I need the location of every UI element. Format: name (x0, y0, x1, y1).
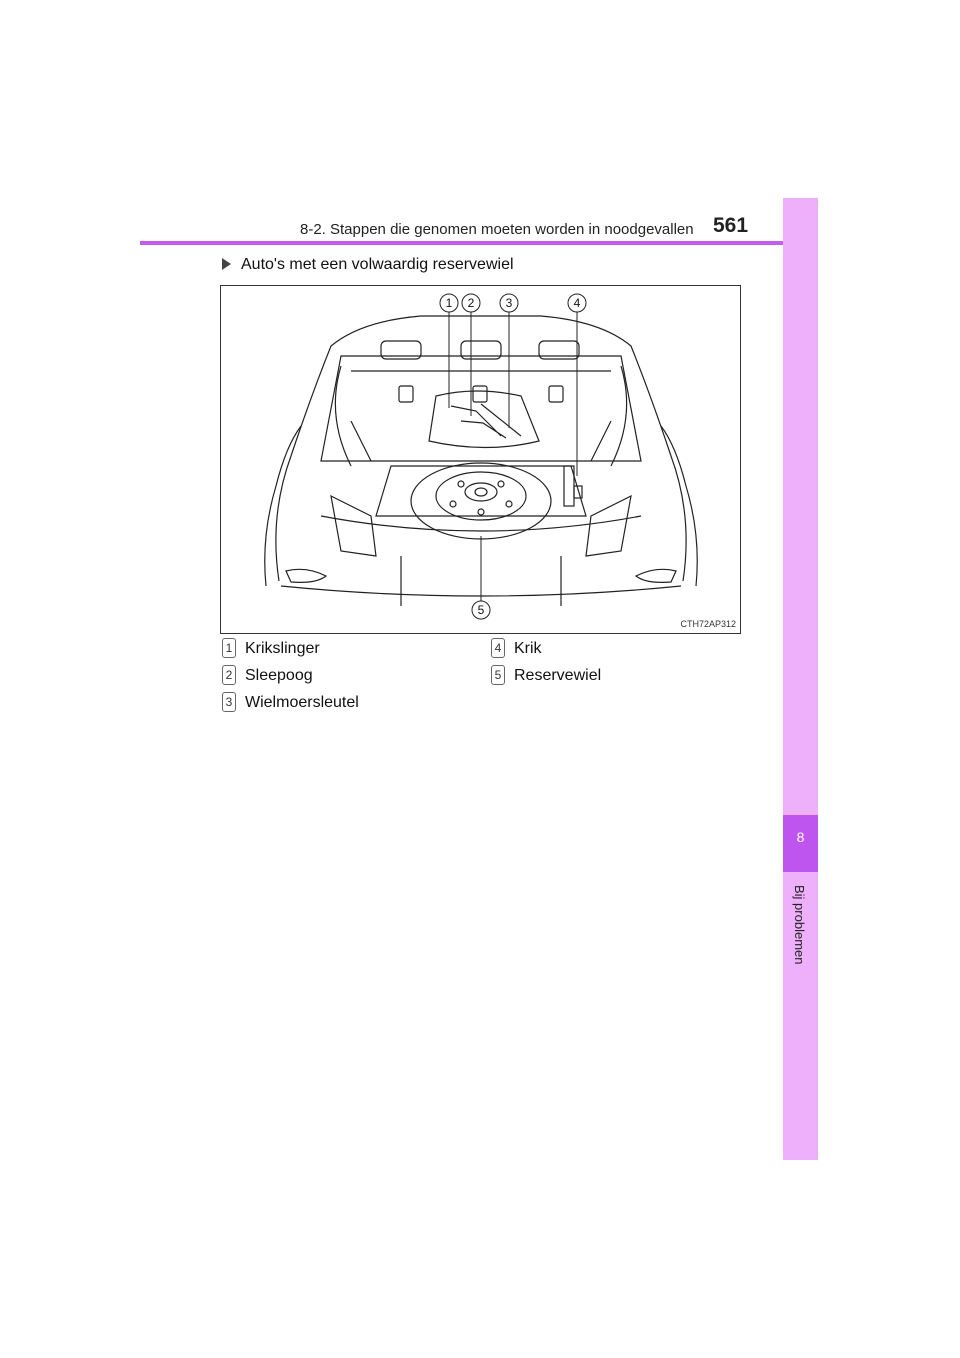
legend-item: 1 Krikslinger (222, 638, 320, 658)
header-divider (140, 241, 818, 245)
callout-5 (471, 600, 491, 620)
callout-label-4: 4 (574, 296, 581, 310)
figure-code: CTH72AP312 (680, 619, 736, 629)
legend-item: 3 Wielmoersleutel (222, 692, 359, 712)
page-number: 561 (713, 214, 749, 237)
callout-2 (461, 293, 481, 313)
callout-1 (439, 293, 459, 313)
legend-item: 5 Reservewiel (491, 665, 601, 685)
luggage-compartment-figure: 1 2 3 4 5 CTH72AP312 (220, 285, 741, 634)
callout-3 (499, 293, 519, 313)
callout-label-1: 1 (446, 296, 453, 310)
legend-number: 5 (491, 665, 505, 685)
callout-label-5: 5 (478, 603, 485, 617)
chapter-side-tab[interactable] (783, 198, 818, 1160)
legend-number: 4 (491, 638, 505, 658)
section-header: 8-2. Stappen die genomen moeten worden i… (300, 221, 694, 238)
legend-label: Sleepoog (245, 667, 313, 684)
legend-number: 1 (222, 638, 236, 658)
legend-label: Krikslinger (245, 640, 320, 657)
subheading: Auto's met een volwaardig reservewiel (222, 256, 514, 274)
subheading-text: Auto's met een volwaardig reservewiel (241, 256, 514, 273)
legend-number: 3 (222, 692, 236, 712)
legend-label: Wielmoersleutel (245, 694, 359, 711)
chapter-number: 8 (796, 829, 805, 845)
legend-number: 2 (222, 665, 236, 685)
callout-label-2: 2 (468, 296, 475, 310)
legend-item: 2 Sleepoog (222, 665, 313, 685)
legend-label: Krik (514, 640, 542, 657)
callout-4 (567, 293, 587, 313)
car-trunk-illustration: 1 2 3 4 5 (264, 293, 698, 620)
callout-label-3: 3 (506, 296, 513, 310)
chapter-tab-active (783, 815, 818, 872)
legend-label: Reservewiel (514, 667, 602, 684)
chapter-title: Bij problemen (792, 885, 807, 965)
legend-item: 4 Krik (491, 638, 542, 658)
triangle-bullet-icon (222, 258, 231, 270)
